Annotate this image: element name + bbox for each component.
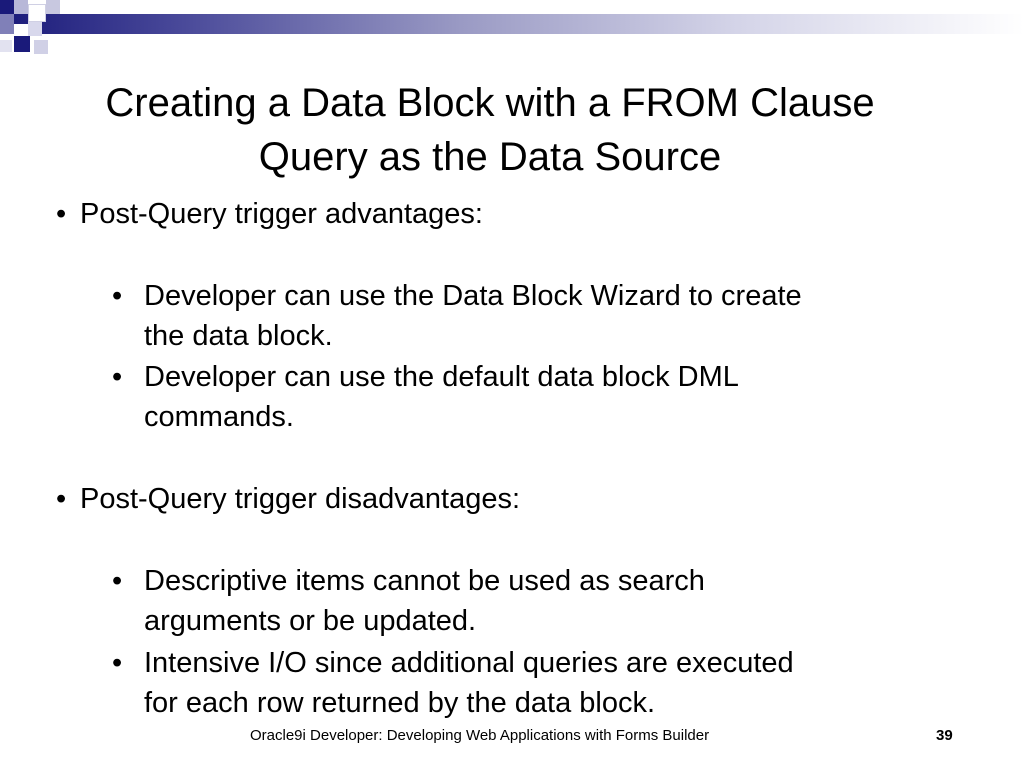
bullet-advantages: • Post-Query trigger advantages: — [56, 194, 483, 234]
sub-bullet-line-1: Developer can use the Data Block Wizard … — [144, 280, 802, 312]
sub-bullet-line-2: for each row returned by the data block. — [144, 687, 656, 719]
bullet-text: Post-Query trigger disadvantages: — [80, 483, 521, 515]
sub-bullet-line-2: arguments or be updated. — [144, 605, 477, 637]
bullet-disadvantages: • Post-Query trigger disadvantages: — [56, 479, 520, 519]
sub-bullet-disadvantage-2: • Intensive I/O since additional queries… — [112, 643, 912, 723]
deco-square-6 — [14, 24, 28, 38]
bullet-glyph: • — [56, 483, 67, 515]
deco-square-1 — [0, 0, 14, 14]
sub-bullet-advantage-2: • Developer can use the default data blo… — [112, 357, 912, 437]
deco-square-4 — [46, 0, 60, 14]
sub-bullet-line-1: Descriptive items cannot be used as sear… — [144, 565, 705, 597]
sub-bullet-line-2: the data block. — [144, 320, 333, 352]
slide-title: Creating a Data Block with a FROM Clause… — [20, 76, 960, 184]
deco-square-8 — [14, 36, 30, 52]
sub-bullet-advantage-1: • Developer can use the Data Block Wizar… — [112, 276, 912, 356]
deco-square-5 — [0, 14, 14, 34]
sub-bullet-disadvantage-1: • Descriptive items cannot be used as se… — [112, 561, 912, 641]
bullet-glyph: • — [56, 198, 67, 230]
bullet-glyph: • — [112, 565, 123, 597]
slide-title-line-2: Query as the Data Source — [258, 135, 722, 179]
sub-bullet-line-1: Developer can use the default data block… — [144, 361, 739, 393]
deco-square-10 — [0, 40, 12, 52]
bullet-glyph: • — [112, 280, 123, 312]
deco-square-9 — [34, 40, 48, 54]
bullet-glyph: • — [112, 647, 123, 679]
bullet-glyph: • — [112, 361, 123, 393]
deco-square-3 — [28, 4, 46, 22]
sub-bullet-line-1: Intensive I/O since additional queries a… — [144, 647, 794, 679]
header-gradient-bar — [0, 14, 1024, 34]
bullet-text: Post-Query trigger advantages: — [80, 198, 483, 230]
deco-square-2 — [14, 0, 28, 14]
page-number: 39 — [936, 727, 953, 744]
sub-bullet-line-2: commands. — [144, 401, 294, 433]
slide-title-line-1: Creating a Data Block with a FROM Clause — [105, 81, 875, 125]
footer-text: Oracle9i Developer: Developing Web Appli… — [250, 727, 710, 744]
deco-square-7 — [28, 22, 42, 36]
